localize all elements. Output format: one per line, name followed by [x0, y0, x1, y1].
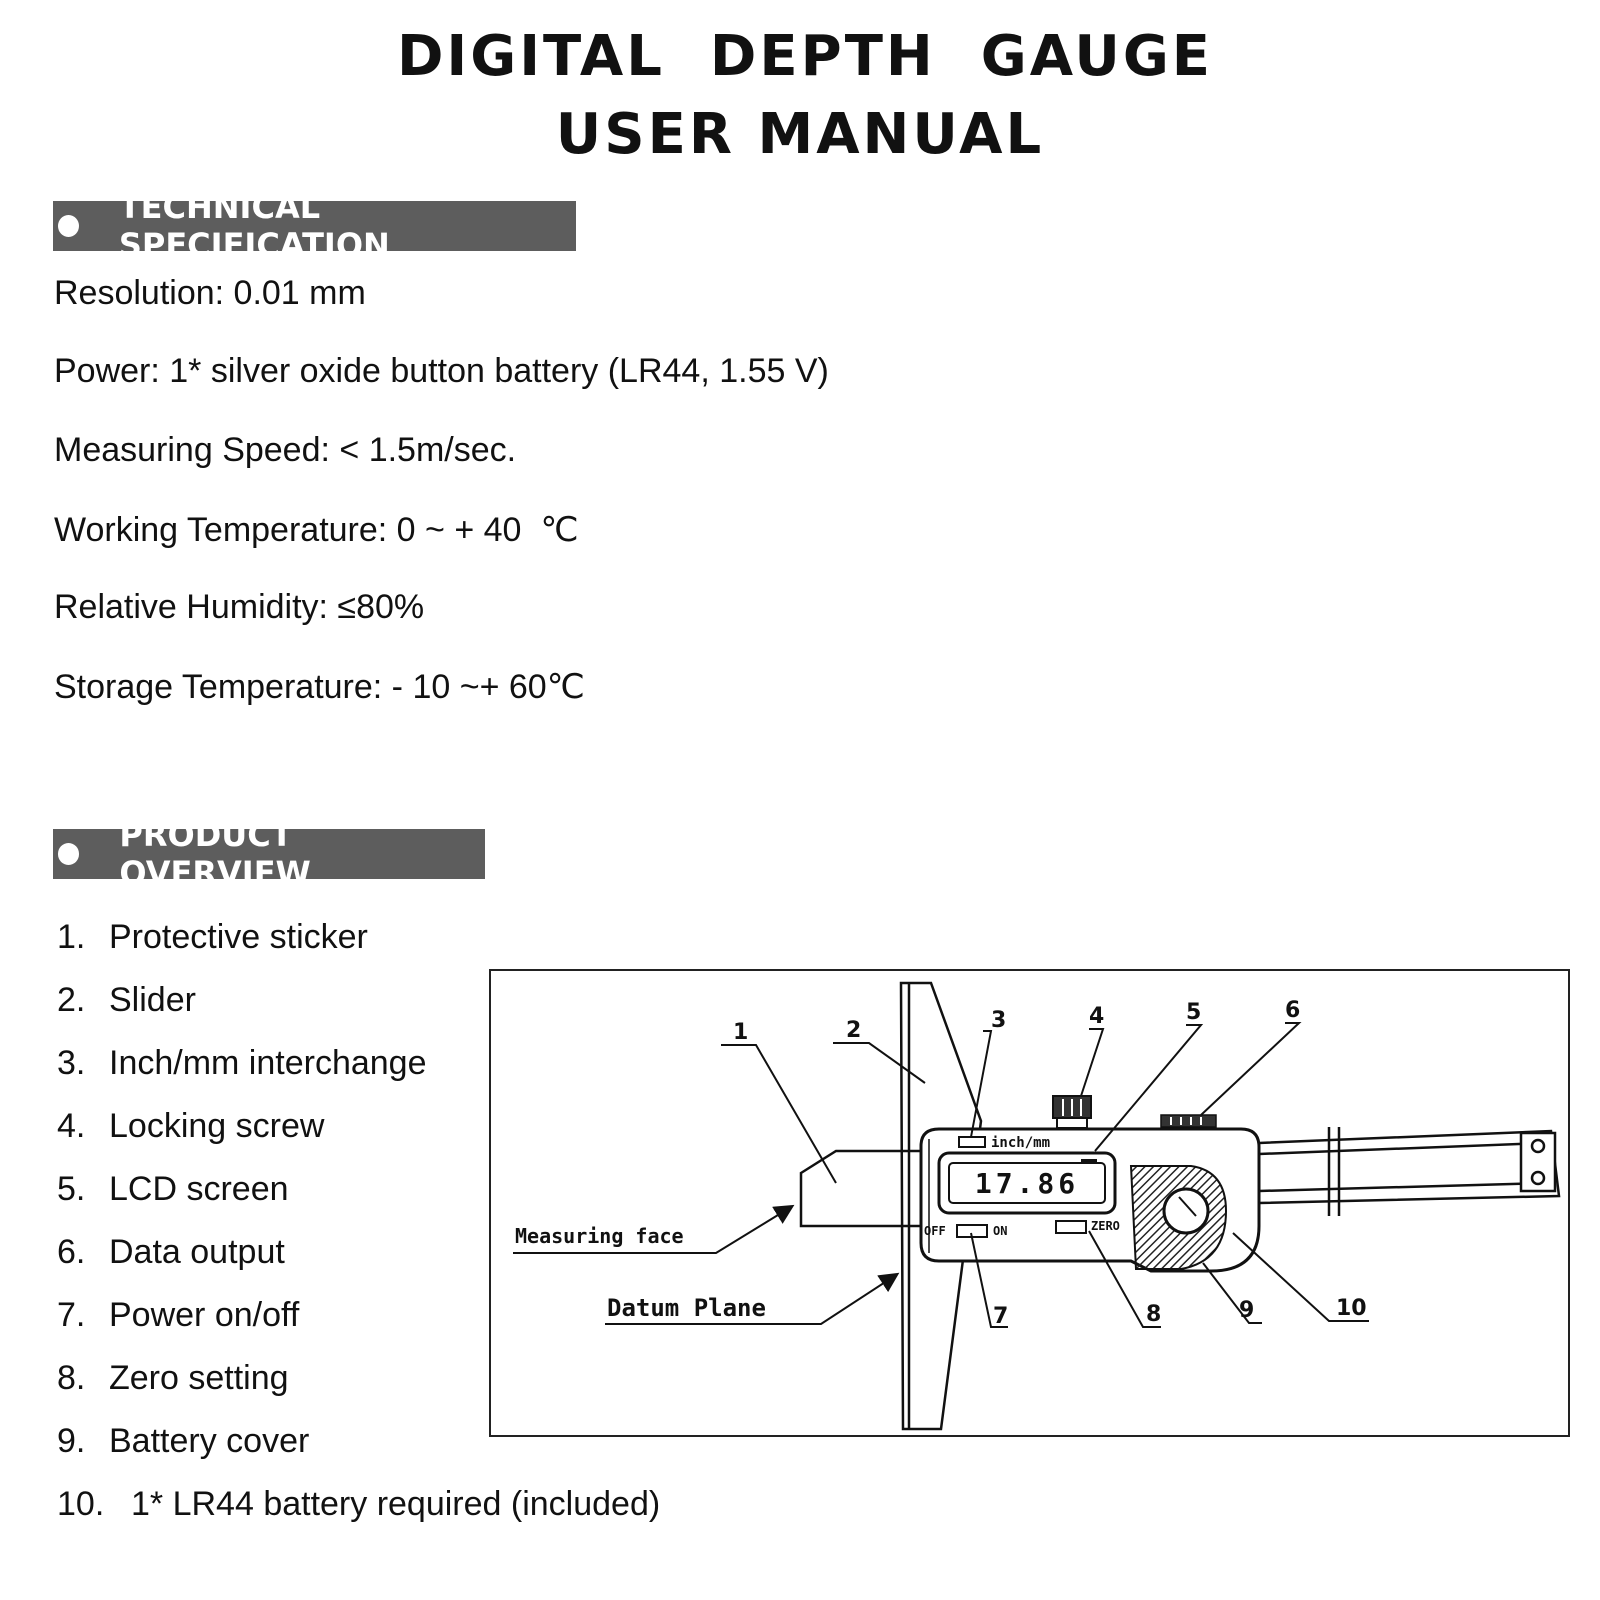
callout-lines [721, 1022, 1369, 1328]
callout-2: 2 [846, 1018, 861, 1043]
list-number: 5. [57, 1170, 86, 1208]
spec-power: Power: 1* silver oxide button battery (L… [54, 352, 829, 390]
list-label: Battery cover [109, 1422, 310, 1460]
list-number: 7. [57, 1296, 86, 1334]
spec-resolution: Resolution: 0.01 mm [54, 274, 366, 312]
list-number: 3. [57, 1044, 86, 1082]
list-label: Inch/mm interchange [109, 1044, 427, 1082]
battery-compartment [1129, 1165, 1228, 1270]
callout-7: 7 [993, 1304, 1008, 1329]
depth-gauge-diagram: inch/mm 17.86 OFF ON ZERO [489, 969, 1570, 1437]
measuring-face-label: Measuring face [515, 1224, 684, 1248]
list-number: 6. [57, 1233, 86, 1271]
section-header-product-overview: PRODUCT OVERVIEW [53, 816, 485, 892]
callout-9: 9 [1239, 1298, 1254, 1323]
bullet-icon [58, 843, 80, 865]
zero-label: ZERO [1091, 1219, 1120, 1233]
zero-button [1055, 1220, 1087, 1234]
inch-mm-label: inch/mm [991, 1135, 1050, 1151]
list-label: 1* LR44 battery required (included) [131, 1485, 661, 1523]
list-number: 8. [57, 1359, 86, 1397]
list-item: 2. Slider [57, 981, 196, 1020]
list-label: Zero setting [109, 1359, 289, 1397]
list-number: 2. [57, 981, 86, 1019]
list-label: LCD screen [109, 1170, 289, 1208]
datum-plane-label: Datum Plane [607, 1294, 766, 1322]
lcd-screen [937, 1151, 1117, 1215]
list-number: 4. [57, 1107, 86, 1145]
list-number: 9. [57, 1422, 86, 1460]
list-item: 9. Battery cover [57, 1422, 309, 1461]
callout-10: 10 [1336, 1296, 1367, 1321]
callout-6: 6 [1285, 998, 1300, 1023]
list-item: 8. Zero setting [57, 1359, 289, 1398]
section-heading: PRODUCT OVERVIEW [119, 816, 311, 892]
list-label: Locking screw [109, 1107, 325, 1145]
list-number: 10. [57, 1485, 105, 1523]
list-item: 6. Data output [57, 1233, 285, 1272]
list-item: 5. LCD screen [57, 1170, 289, 1209]
list-label: Protective sticker [109, 918, 368, 956]
inch-mm-button [958, 1136, 986, 1148]
spec-working-temperature: Working Temperature: 0 ~ + 40 ℃ [54, 511, 579, 549]
spec-relative-humidity: Relative Humidity: ≤80% [54, 588, 425, 626]
callout-1: 1 [733, 1020, 748, 1045]
section-heading: TECHNICAL SPECIFICATION [118, 188, 390, 264]
list-label: Slider [109, 981, 196, 1019]
measuring-face-pointer [513, 1204, 795, 1254]
list-item: 7. Power on/off [57, 1296, 299, 1335]
spec-storage-temperature: Storage Temperature: - 10 ~+ 60℃ [54, 668, 585, 706]
base-ruler [899, 981, 983, 1431]
list-item: 1. Protective sticker [57, 918, 368, 957]
callout-3: 3 [991, 1008, 1006, 1033]
depth-rod [1258, 1127, 1561, 1216]
callout-8: 8 [1146, 1302, 1161, 1327]
datum-plane-pointer [605, 1272, 900, 1325]
callout-4: 4 [1089, 1004, 1104, 1029]
document-subtitle: USER MANUAL [555, 102, 1045, 167]
callout-5: 5 [1186, 1000, 1201, 1025]
measuring-blade [799, 1149, 925, 1228]
data-output-port [1160, 1114, 1217, 1128]
document-title: DIGITAL DEPTH GAUGE [396, 24, 1214, 89]
list-label: Data output [109, 1233, 285, 1271]
depth-gauge-drawing: inch/mm 17.86 OFF ON ZERO [513, 981, 1561, 1431]
bullet-icon [58, 215, 79, 237]
list-item: 4. Locking screw [57, 1107, 324, 1146]
off-label: OFF [924, 1224, 946, 1238]
list-label: Power on/off [109, 1296, 300, 1334]
locking-screw [1052, 1095, 1092, 1129]
list-number: 1. [57, 918, 86, 956]
list-item: 3. Inch/mm interchange [57, 1044, 427, 1083]
spec-measuring-speed: Measuring Speed: < 1.5m/sec. [54, 431, 517, 469]
on-label: ON [993, 1224, 1007, 1238]
section-header-technical-specification: TECHNICAL SPECIFICATION [53, 188, 576, 264]
lcd-reading: 17.86 [975, 1167, 1079, 1200]
list-item: 10. 1* LR44 battery required (included) [57, 1485, 660, 1524]
